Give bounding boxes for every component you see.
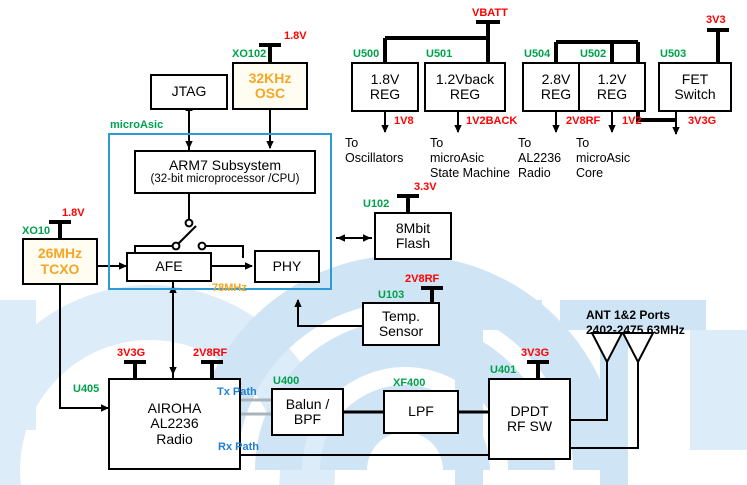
block-u503-fet-switch[interactable]: FET Switch [658,62,732,112]
rail-out-3v3g: 3V3G [688,115,717,127]
ref-xo10: XO10 [22,225,51,237]
block-u502-line2: REG [596,86,628,102]
block-u405-line3: Radio [156,430,193,447]
block-u503-line2: Switch [674,86,716,102]
block-u502-regulator[interactable]: 1.2V REG [578,62,646,112]
block-u500-line2: REG [369,86,401,102]
block-u400-line1: Balun / [285,395,330,412]
ref-u400: U400 [273,375,300,387]
ref-u405: U405 [73,383,100,395]
label-rx-path: Rx Path [218,441,259,453]
block-xo102-line1: 32KHz [248,69,292,86]
block-u500-line1: 1.8V [370,70,400,87]
dest-statemachine-line3: State Machine [430,166,510,180]
dest-core-line1: To [576,136,590,150]
block-phy-label: PHY [272,257,302,274]
dest-statemachine-line1: To [430,136,444,150]
block-u103-line1: Temp. [381,307,421,324]
block-u405-line2: AL2236 [150,415,199,432]
rail-dpdt-3v3g: 3V3G [521,347,550,359]
block-xf400-lpf[interactable]: LPF [383,390,459,434]
block-xf400-label: LPF [408,403,434,420]
dest-oscillators-line1: To [345,136,359,150]
ref-u504: U504 [524,48,551,60]
dest-al2236-line3: Radio [518,166,551,180]
block-u502-line1: 1.2V [597,70,627,87]
rail-out-1v8: 1V8 [394,115,414,127]
ref-u501: U501 [426,48,453,60]
rail-vbatt: VBATT [472,7,508,19]
ref-u102: U102 [363,198,390,210]
block-u102-flash[interactable]: 8Mbit Flash [374,212,452,260]
ref-u103: U103 [378,289,405,301]
block-u501-line1: 1.2Vback [435,70,495,87]
dest-al2236-line1: To [518,136,532,150]
block-jtag[interactable]: JTAG [150,74,228,110]
block-afe[interactable]: AFE [126,252,212,282]
block-u103-temp-sensor[interactable]: Temp. Sensor [362,302,440,346]
block-u503-line1: FET [681,70,709,87]
rail-out-2v8rf: 2V8RF [566,115,601,127]
ref-u503: U503 [660,48,687,60]
rail-radio-3v3g: 3V3G [117,347,146,359]
antenna-caption-line1: ANT 1&2 Ports [586,308,671,322]
block-u401-line1: DPDT [510,402,549,419]
rail-xo102-1v8: 1.8V [284,30,307,42]
rail-temp-2v8rf: 2V8RF [405,273,440,285]
rail-3v3: 3V3 [706,14,726,26]
block-xo10-line2: TCXO [40,260,80,277]
block-u103-line2: Sensor [378,323,424,339]
dest-al2236-line2: AL2236 [518,151,562,165]
block-arm7-line1: ARM7 Subsystem [168,157,282,174]
block-jtag-label: JTAG [171,83,207,100]
ref-u401: U401 [490,364,517,376]
block-xo102-oscillator[interactable]: 32KHz OSC [232,62,308,110]
block-u102-line2: Flash [395,235,431,251]
block-u401-line2: RF SW [506,418,553,434]
block-u504-line1: 2.8V [541,70,571,87]
rail-radio-2v8rf: 2V8RF [193,347,228,359]
block-phy[interactable]: PHY [254,250,320,283]
ref-u500: U500 [353,48,380,60]
microasic-boundary-label: microAsic [110,119,164,131]
block-xo10-tcxo[interactable]: 26MHz TCXO [22,238,98,285]
block-xo102-line2: OSC [254,85,286,101]
block-u400-balun-bpf[interactable]: Balun / BPF [271,388,344,436]
label-tx-path: Tx Path [217,386,257,398]
rail-out-1v2: 1V2 [622,115,642,127]
label-78mhz: 78MHz [212,282,247,294]
ref-u502: U502 [580,48,607,60]
dest-oscillators-line2: Oscillators [345,151,404,165]
block-arm7-line2: (32-bit microprocessor /CPU) [150,173,300,186]
dest-core-line3: Core [576,166,604,180]
ref-xo102: XO102 [232,48,267,60]
block-u405-line1: AIROHA [147,400,202,417]
block-u501-regulator[interactable]: 1.2Vback REG [424,62,506,112]
rail-out-1v2back: 1V2BACK [466,115,518,127]
block-u400-line2: BPF [293,411,322,427]
dest-core-line2: microAsic [576,151,631,165]
block-u504-line2: REG [540,86,572,102]
block-xo10-line1: 26MHz [37,245,83,262]
ref-xf400: XF400 [393,377,426,389]
block-arm7-subsystem[interactable]: ARM7 Subsystem (32-bit microprocessor /C… [134,150,316,194]
block-u401-dpdt-rf-switch[interactable]: DPDT RF SW [488,378,571,460]
rail-xo10-1v8: 1.8V [62,207,85,219]
dest-statemachine-line2: microAsic [430,151,485,165]
antenna-caption-line2: 2402-2475.63MHz [586,323,685,337]
block-u102-line1: 8Mbit [395,219,431,236]
block-afe-label: AFE [155,258,183,275]
block-u501-line2: REG [449,86,481,102]
block-u500-regulator[interactable]: 1.8V REG [351,62,419,112]
rail-flash-3v3: 3.3V [414,181,437,193]
